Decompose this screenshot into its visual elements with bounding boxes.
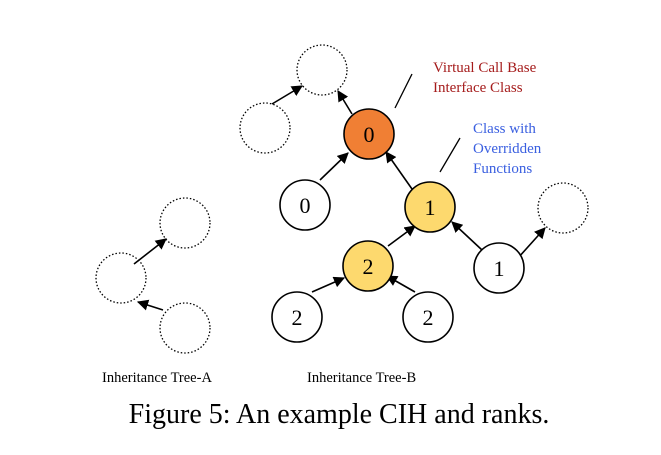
tree-a-top-node [159,197,211,249]
node-leaf-right-2-rank: 2 [423,305,434,330]
edge-left-dotted-to-top-dotted [271,85,303,105]
edge-leaf-right-to-override2 [386,275,416,293]
tree-a-bottom-node [159,302,211,354]
override-annotation-line2: Overridden [473,141,542,157]
override-class-annotation: Class with Overridden Functions [473,121,542,177]
edge-base-to-top-dotted [337,90,353,115]
node-left-0: 0 [279,179,331,231]
base-annotation-line2: Interface Class [433,80,523,96]
node-left-0-rank: 0 [300,193,311,218]
base-annotation-line1: Virtual Call Base [433,60,537,76]
tree-a-edge-bottom-to-middle [136,299,164,311]
tree-a-label: Inheritance Tree-A [102,370,212,386]
override-annotation-line3: Functions [473,161,532,177]
tree-a-edge-middle-to-top [133,238,167,265]
node-base-interface-rank: 0 [364,122,375,147]
tree-a-middle-node [95,252,147,304]
node-right-1-rank: 1 [494,256,505,281]
inheritance-tree-a [95,197,211,354]
node-override-1-rank: 1 [425,195,436,220]
node-override-1: 1 [404,181,456,233]
node-leaf-right-2: 2 [402,291,454,343]
node-right-1: 1 [473,242,525,294]
base-annotation-pointer [394,73,413,109]
override-annotation-line1: Class with [473,121,536,137]
edge-left0-to-base [319,152,349,181]
edge-override1-to-base [385,151,413,190]
inheritance-tree-b: 0 0 1 2 1 2 2 [239,44,589,343]
tree-b-label: Inheritance Tree-B [307,370,416,386]
base-class-annotation: Virtual Call Base Interface Class [433,60,537,96]
edge-right1-to-override1 [451,221,483,251]
node-override-2: 2 [342,240,394,292]
edge-leaf-left-to-override2 [311,276,346,293]
tree-b-left-dotted-node [239,102,291,154]
edge-right1-to-right-dotted [517,227,546,259]
node-base-interface: 0 [343,108,395,160]
override-annotation-pointer [439,137,461,173]
node-leaf-left-2: 2 [271,291,323,343]
tree-b-top-dotted-node [296,44,348,96]
figure-caption: Figure 5: An example CIH and ranks. [129,399,550,430]
tree-b-right-dotted-node [537,182,589,234]
node-leaf-left-2-rank: 2 [292,305,303,330]
edge-override2-to-override1 [387,225,416,247]
node-override-2-rank: 2 [363,254,374,279]
